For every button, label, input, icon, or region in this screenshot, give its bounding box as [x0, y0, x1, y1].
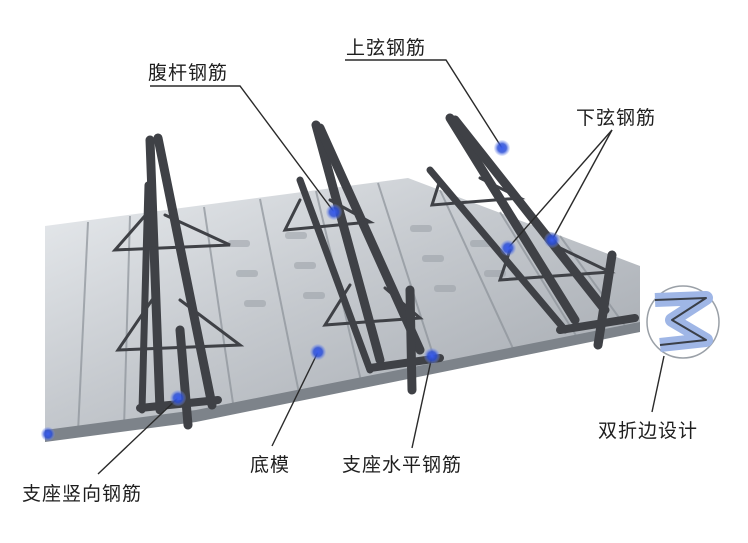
double-fold-inset — [646, 285, 720, 359]
marker-bottom-chord-b — [544, 232, 560, 248]
marker-web-rebar — [326, 204, 342, 220]
marker-support-horizontal — [424, 348, 440, 364]
leader-top-chord — [345, 59, 503, 149]
marker-top-chord — [494, 140, 510, 156]
truss-left — [111, 133, 245, 430]
leader-double-fold — [651, 355, 665, 413]
marker-support-vertical — [170, 390, 186, 406]
label-support-vertical: 支座竖向钢筋 — [22, 483, 143, 505]
label-double-fold: 双折边设计 — [598, 420, 699, 442]
leader-web-rebar — [150, 85, 335, 213]
leader-bottom-chord-a — [507, 129, 613, 249]
marker-bottom-chord-a — [500, 240, 516, 256]
leader-support-vertical — [97, 397, 179, 475]
truss-middle — [282, 120, 444, 395]
leader-support-horizontal — [411, 355, 433, 449]
label-web-rebar: 腹杆钢筋 — [148, 62, 229, 84]
truss-right — [426, 113, 639, 350]
label-bottom-form: 底模 — [250, 454, 291, 476]
leader-bottom-form — [271, 351, 319, 447]
label-bottom-chord: 下弦钢筋 — [576, 107, 657, 129]
leader-bottom-chord-b — [551, 129, 613, 241]
markers — [41, 140, 560, 441]
marker-deck-edge — [41, 427, 55, 441]
label-top-chord: 上弦钢筋 — [346, 37, 427, 59]
marker-bottom-form — [310, 344, 326, 360]
leader-lines — [97, 59, 665, 475]
label-support-horizontal: 支座水平钢筋 — [342, 454, 463, 476]
